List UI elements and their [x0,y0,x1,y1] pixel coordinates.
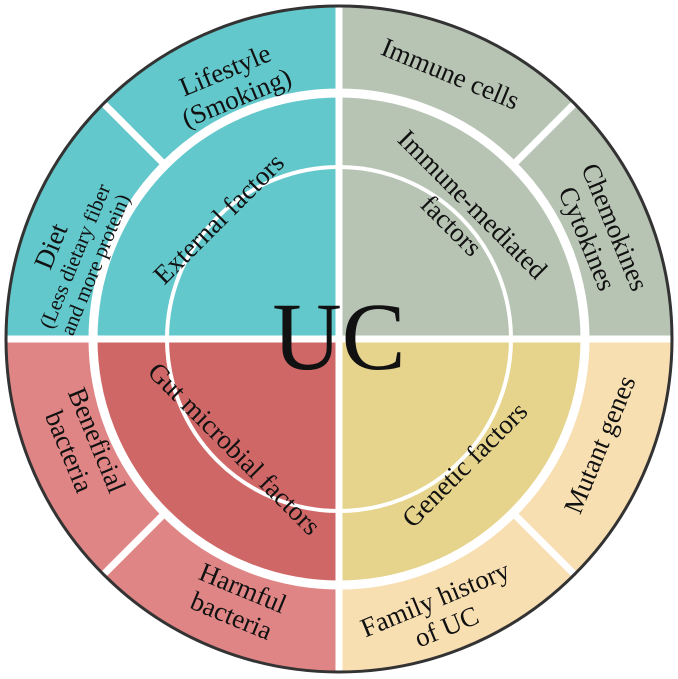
wheel-outline [4,4,674,674]
divider-beneficial-harmful [101,510,168,577]
divider-lifestyle-diet [101,101,168,168]
inner-ring-border [88,88,590,590]
divider-mutant-family [510,510,577,577]
center-label: UC [272,283,405,390]
ring-separators [6,6,672,672]
core-circle-border [165,165,513,513]
divider-immune-chemokines [510,101,577,168]
